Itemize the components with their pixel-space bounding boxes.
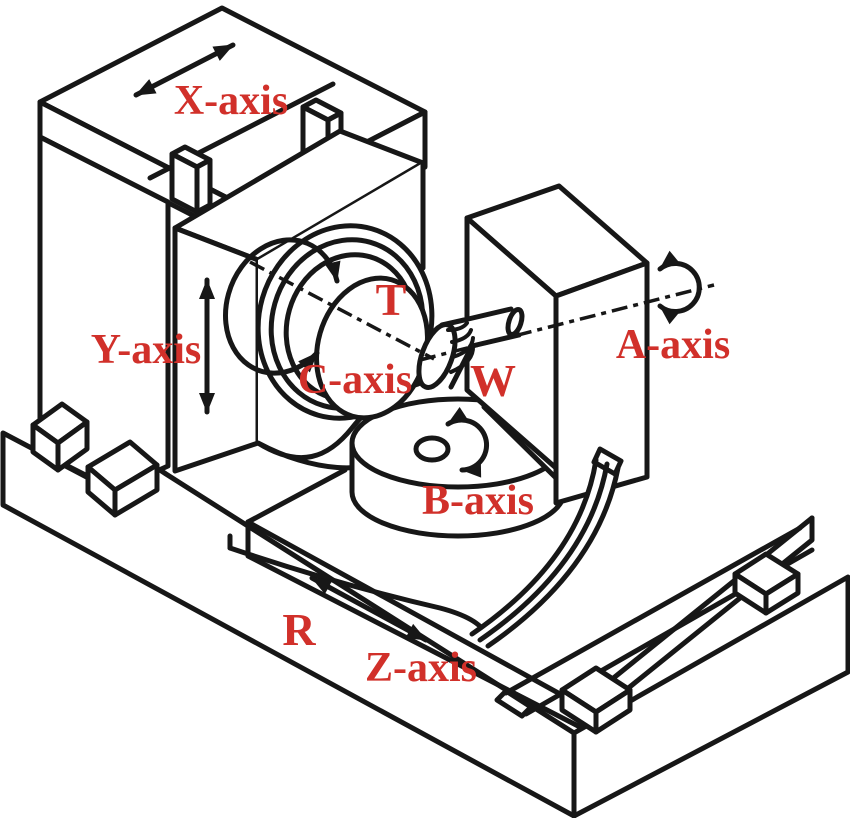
arc-guide bbox=[469, 446, 624, 649]
c-axis-rotation-arrow bbox=[223, 237, 341, 376]
shaft-end-cap bbox=[505, 306, 525, 338]
turntable-center-hole bbox=[413, 435, 451, 463]
x-axis-label: X-axis bbox=[174, 78, 288, 124]
x-axis-arrow bbox=[133, 42, 236, 98]
b-axis-rotation-arrow bbox=[445, 406, 490, 478]
rail-tenon-block-rear bbox=[732, 551, 801, 616]
workpiece-worm bbox=[416, 306, 525, 390]
a-axis-rotation-arrow bbox=[657, 250, 702, 325]
c-axis-label: C-axis bbox=[298, 357, 412, 403]
workpiece-label: W bbox=[470, 355, 516, 406]
b-axis-label: B-axis bbox=[422, 478, 534, 524]
machine-art bbox=[0, 5, 850, 818]
motion-arrows bbox=[133, 42, 702, 643]
tool-label: T bbox=[376, 274, 407, 325]
tailstock-column bbox=[464, 183, 650, 506]
radial-label: R bbox=[282, 604, 316, 655]
slide-tenon-left bbox=[169, 144, 213, 215]
z-axis-arrow bbox=[309, 575, 429, 643]
base-guide-rail bbox=[494, 525, 815, 735]
base-step-blocks bbox=[30, 401, 160, 518]
y-axis-label: Y-axis bbox=[91, 327, 201, 373]
c-axis-centerline bbox=[249, 260, 435, 361]
rail-tenon-block-front bbox=[559, 665, 633, 735]
a-axis-label: A-axis bbox=[616, 322, 730, 368]
z-axis-label: Z-axis bbox=[365, 645, 477, 691]
axis-labels: X-axis Y-axis T C-axis W A-axis B-axis R… bbox=[91, 78, 730, 691]
